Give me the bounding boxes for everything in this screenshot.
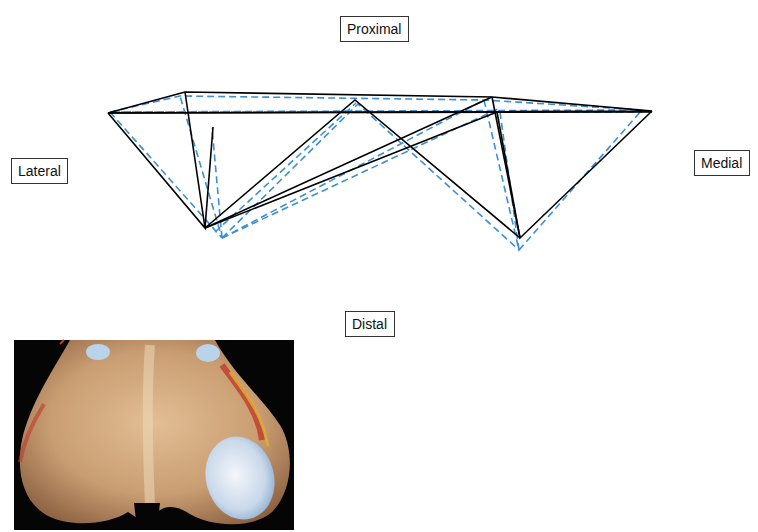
direction-label: Medial: [701, 155, 743, 171]
solid-wireframe: [108, 92, 652, 238]
label-box: Lateral: [11, 158, 68, 184]
direction-label: Distal: [352, 316, 388, 332]
label-box: Proximal: [340, 16, 409, 42]
direction-label: Proximal: [347, 21, 402, 37]
ct-femur-image: [14, 340, 294, 530]
label-box: Distal: [345, 311, 395, 337]
label-box: Medial: [694, 150, 750, 176]
dashed-wireframe: [110, 96, 642, 250]
direction-label: Lateral: [18, 163, 61, 179]
